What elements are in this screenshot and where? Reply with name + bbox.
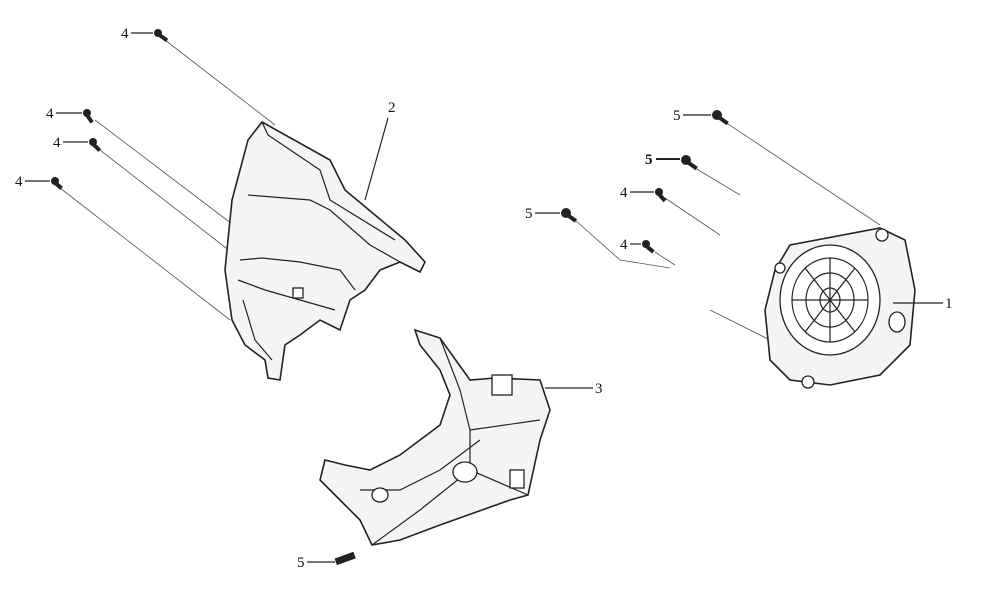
callout-4: 4 [121, 26, 129, 42]
part-1-fan-cover [764, 227, 916, 389]
part-2-upper-cover [224, 120, 426, 381]
callout-5: 5 [297, 555, 305, 571]
callout-4: 4 [620, 185, 628, 201]
callout-1: 1 [945, 296, 953, 312]
callout-5: 5 [645, 152, 653, 168]
part-3-lower-cover [319, 328, 551, 546]
bolt-icon [154, 29, 169, 43]
callout-3: 3 [595, 381, 603, 397]
callout-4: 4 [53, 135, 61, 151]
bolt-icon [89, 138, 102, 152]
bolt-icon [655, 188, 667, 203]
callout-5: 5 [525, 206, 533, 222]
bolt-icon [83, 109, 94, 124]
bolt-icon [334, 551, 356, 566]
guide-lines [59, 39, 881, 341]
bolt-icon [51, 177, 63, 190]
callout-2: 2 [388, 100, 396, 116]
bolt-icon [561, 208, 578, 223]
bolt-icon [712, 110, 729, 126]
callout-4: 4 [15, 174, 23, 190]
callouts: 4 4 4 4 4 4 5 5 5 5 1 2 3 [15, 26, 953, 571]
callout-5: 5 [673, 108, 681, 124]
callout-4: 4 [620, 237, 628, 253]
bolt-icon [642, 240, 655, 254]
callout-4: 4 [46, 106, 54, 122]
bolt-icon [681, 155, 698, 171]
bolts [51, 29, 729, 566]
